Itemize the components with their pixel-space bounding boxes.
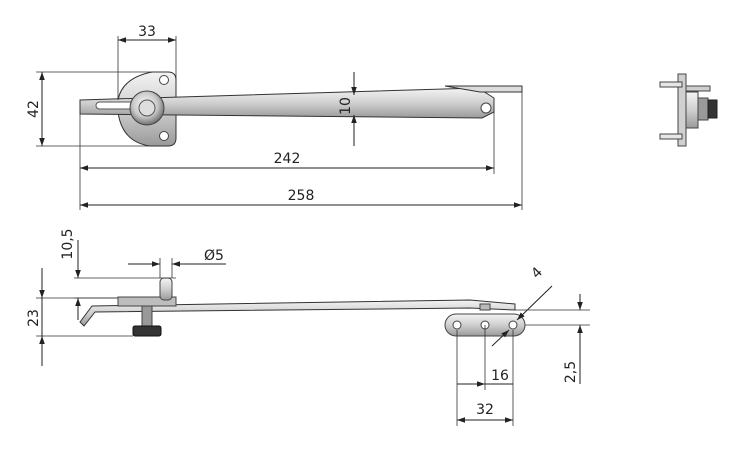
bracket-screw-hole-top (159, 75, 169, 85)
dim-23-label: 23 (26, 309, 42, 327)
side-stem (141, 305, 153, 327)
dim-10-5-label: 10,5 (60, 228, 76, 259)
side-pin (159, 277, 173, 301)
dim-33: 33 (117, 24, 177, 100)
dim-16: 16 (457, 325, 514, 390)
side-knurled-knob (132, 325, 162, 337)
side-end-hole-left (452, 320, 462, 330)
dim-4-label: 4 (528, 264, 546, 282)
end-view-bracket (685, 85, 711, 92)
dim-d5-label: Ø5 (204, 248, 224, 264)
dim-10-label: 10 (338, 97, 354, 115)
side-view (79, 277, 526, 337)
side-end-hole-right (508, 320, 518, 330)
end-view-pin-bottom (659, 133, 683, 140)
dim-32-label: 32 (476, 402, 494, 418)
dim-23: 23 (26, 268, 133, 366)
dim-d5: Ø5 (128, 248, 226, 278)
dim-42-label: 42 (26, 100, 42, 118)
dim-258-label: 258 (288, 188, 315, 204)
top-view (79, 71, 523, 147)
dim-2-5: 2,5 (515, 294, 590, 384)
dim-242: 242 (79, 112, 495, 210)
end-view-knurl (707, 99, 718, 119)
bracket-screw-hole-bottom (159, 131, 169, 141)
dim-32: 32 (456, 330, 514, 426)
locking-knob-center (138, 99, 156, 117)
end-pivot (480, 102, 492, 114)
side-end-stud (479, 303, 491, 311)
dim-242-label: 242 (274, 151, 301, 167)
dim-2-5-label: 2,5 (563, 361, 579, 383)
dim-42: 42 (26, 71, 168, 147)
dim-10: 10 (338, 72, 357, 146)
dim-16-label: 16 (491, 368, 509, 384)
dim-33-label: 33 (138, 24, 156, 40)
dim-258: 258 (80, 86, 523, 210)
end-view (659, 73, 718, 147)
end-view-knob (697, 97, 709, 121)
end-view-pin-top (659, 81, 683, 88)
end-view-body (685, 91, 699, 129)
